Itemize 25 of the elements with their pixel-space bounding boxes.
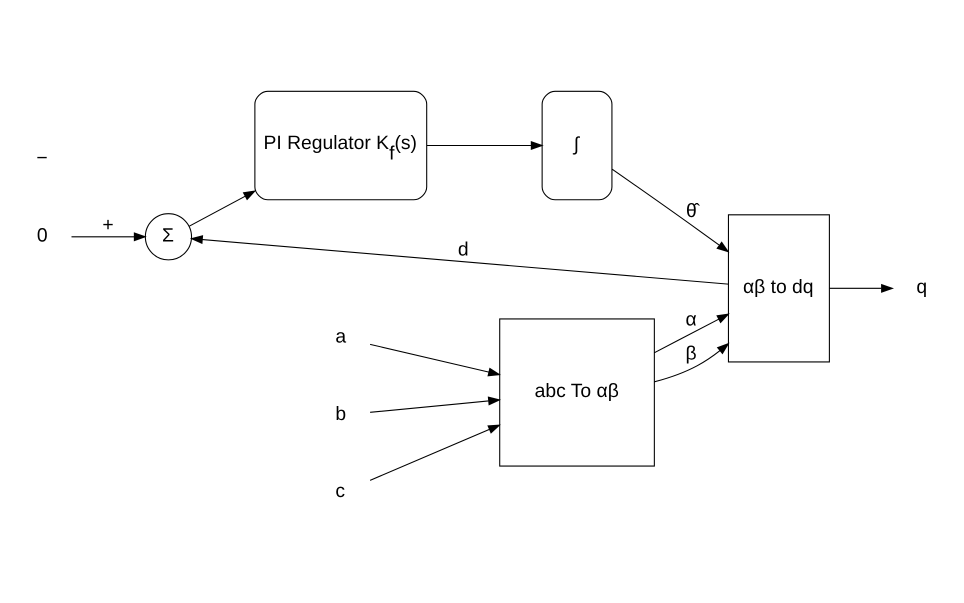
node-text: q [916, 277, 928, 298]
node-text: b [335, 404, 346, 425]
arrow [71, 232, 147, 242]
edge-label: d [458, 239, 469, 260]
node-text: 0 [36, 226, 48, 247]
arrow [426, 141, 544, 150]
arrow [188, 190, 256, 227]
label: − [36, 148, 48, 170]
node-box: ∫ [542, 90, 612, 200]
arrow [370, 424, 501, 481]
node-box: αβ to dq [728, 214, 830, 362]
arrow [370, 396, 502, 413]
arrow [370, 344, 502, 376]
edge-label: α [685, 309, 697, 330]
edge-label: β [685, 344, 697, 365]
node-text: c [335, 481, 346, 502]
node-box: abc To αβ [499, 318, 655, 467]
arrow [190, 235, 728, 285]
arrow [830, 284, 894, 293]
node-circle: Σ [144, 213, 192, 260]
arrow [654, 342, 730, 382]
arrow [654, 313, 730, 354]
edge-label: + [102, 214, 114, 236]
arrow [612, 168, 730, 253]
node-text: a [335, 326, 346, 348]
